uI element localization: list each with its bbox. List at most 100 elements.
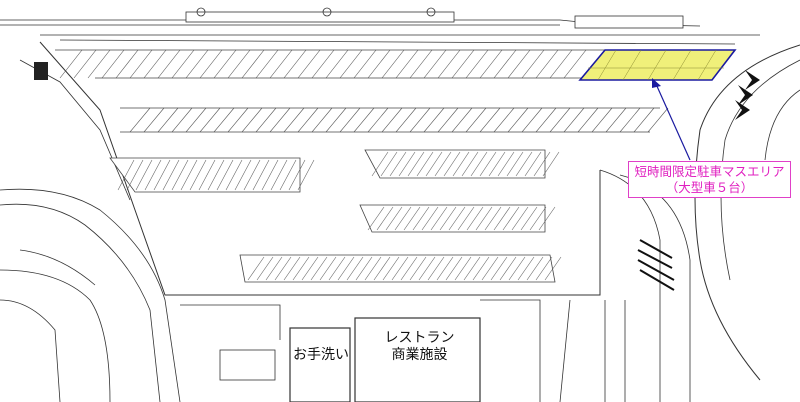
- stall-line: [162, 159, 180, 191]
- stall-line: [227, 49, 251, 79]
- stall-line: [297, 107, 319, 133]
- stall-line: [126, 159, 144, 191]
- stall-line: [213, 107, 235, 133]
- stall-line: [143, 49, 167, 79]
- stall-line: [213, 49, 237, 79]
- stall-line: [521, 107, 543, 133]
- stall-line: [398, 151, 416, 177]
- stall-line: [153, 159, 171, 191]
- stall-line: [497, 151, 515, 177]
- stall-line: [479, 107, 501, 133]
- stall-line: [412, 206, 430, 231]
- stall-line: [465, 49, 489, 79]
- stall-line: [515, 151, 533, 177]
- stall-line: [493, 49, 517, 79]
- stall-line: [508, 256, 526, 281]
- stall-line: [563, 107, 585, 133]
- stall-line: [367, 49, 391, 79]
- stall-line: [448, 206, 466, 231]
- stall-line: [198, 159, 216, 191]
- stall-line: [355, 256, 373, 281]
- stall-line: [301, 256, 319, 281]
- stall-line: [507, 49, 531, 79]
- arrow-icon: [652, 78, 661, 88]
- stall-line: [283, 107, 305, 133]
- stall-line: [577, 107, 599, 133]
- stall-line: [493, 107, 515, 133]
- stall-line: [227, 107, 249, 133]
- stall-line: [437, 49, 461, 79]
- callout-line-2: （大型車５台）: [665, 180, 754, 195]
- stall-line: [403, 206, 421, 231]
- stall-line: [461, 151, 479, 177]
- stall-line: [430, 206, 448, 231]
- stall-line: [241, 49, 265, 79]
- stall-line: [416, 151, 434, 177]
- stall-line: [269, 49, 293, 79]
- stall-line: [325, 107, 347, 133]
- stall-line: [310, 256, 328, 281]
- stall-line: [465, 107, 487, 133]
- stall-line: [283, 49, 307, 79]
- stall-line: [247, 256, 265, 281]
- stall-line: [328, 256, 346, 281]
- stall-line: [535, 256, 553, 281]
- stall-line: [234, 159, 252, 191]
- stall-line: [451, 49, 475, 79]
- stall-line: [481, 256, 499, 281]
- stall-line: [443, 151, 461, 177]
- restaurant-label: レストラン 商業施設: [372, 330, 467, 364]
- stall-line: [409, 256, 427, 281]
- stall-line: [437, 107, 459, 133]
- stall-line: [87, 49, 111, 79]
- stall-line: [493, 206, 511, 231]
- stall-line: [506, 151, 524, 177]
- stall-line: [502, 206, 520, 231]
- stall-line: [436, 256, 454, 281]
- stall-line: [252, 159, 270, 191]
- stall-line: [389, 151, 407, 177]
- stall-line: [199, 107, 221, 133]
- stall-line: [394, 206, 412, 231]
- callout-line-1: 短時間限定駐車マスエリア: [634, 164, 785, 179]
- stall-line: [376, 206, 394, 231]
- stall-line: [549, 49, 573, 79]
- stall-line: [364, 256, 382, 281]
- stall-line: [409, 49, 433, 79]
- stall-line: [549, 107, 571, 133]
- stall-line: [472, 256, 490, 281]
- stall-line: [445, 256, 463, 281]
- stall-line: [297, 159, 315, 191]
- short-term-parking-callout: 短時間限定駐車マスエリア （大型車５台）: [628, 161, 791, 198]
- stall-line: [452, 151, 470, 177]
- stall-line: [470, 151, 488, 177]
- stall-line: [427, 256, 445, 281]
- restaurant-label-line-2: 商業施設: [391, 347, 448, 363]
- stall-line: [520, 206, 538, 231]
- stall-line: [73, 49, 97, 79]
- stall-line: [319, 256, 337, 281]
- stall-line: [385, 206, 403, 231]
- stall-line: [533, 151, 551, 177]
- stall-line: [256, 256, 274, 281]
- stall-line: [407, 151, 425, 177]
- stall-line: [418, 256, 436, 281]
- stall-line: [484, 206, 502, 231]
- stall-line: [283, 256, 301, 281]
- stall-line: [157, 49, 181, 79]
- stall-line: [434, 151, 452, 177]
- stall-line: [216, 159, 234, 191]
- stall-line: [261, 159, 279, 191]
- stall-line: [423, 49, 447, 79]
- stall-line: [538, 206, 556, 231]
- stall-line: [457, 206, 475, 231]
- stall-line: [591, 107, 613, 133]
- stall-line: [535, 49, 559, 79]
- stall-line: [270, 159, 288, 191]
- stall-line: [373, 256, 391, 281]
- stall-line: [371, 151, 389, 177]
- stall-line: [135, 159, 153, 191]
- stall-line: [117, 159, 135, 191]
- stall-line: [255, 49, 279, 79]
